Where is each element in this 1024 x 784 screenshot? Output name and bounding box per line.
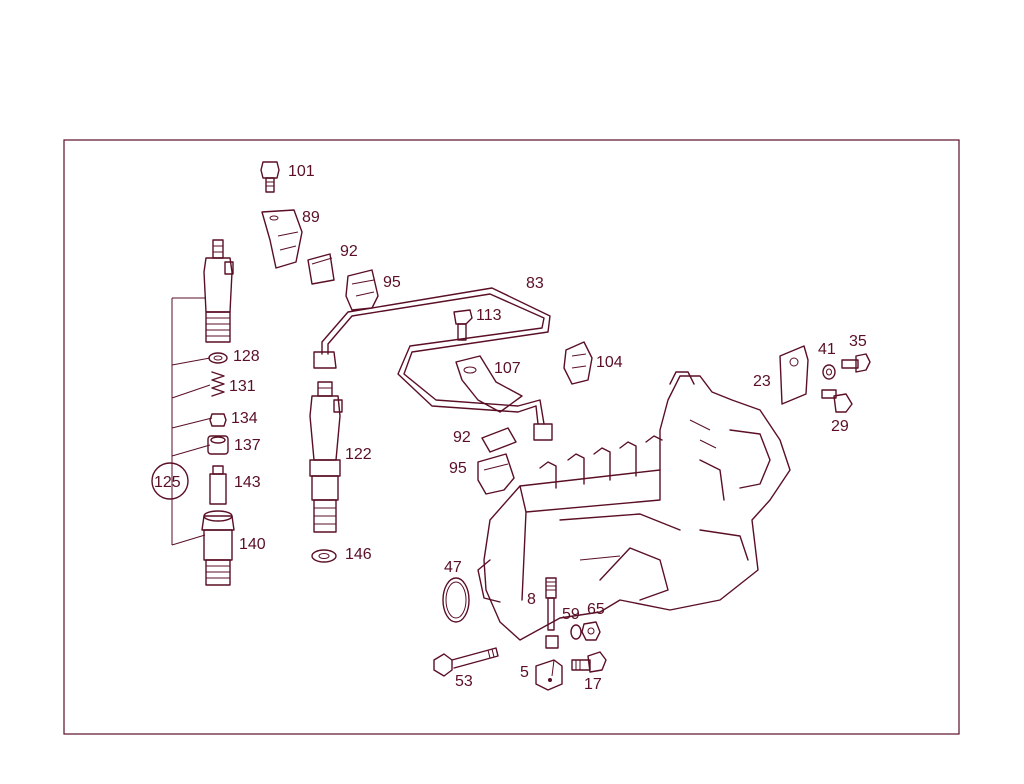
label-95-lower: 95 [449,460,467,477]
label-101: 101 [288,163,315,180]
bolt-53 [433,647,499,677]
label-128: 128 [233,348,260,365]
nozzle-143 [209,465,227,505]
shim-134 [209,413,227,427]
clamp-107 [455,355,523,413]
label-59: 59 [562,606,580,623]
injection-line-83 [313,287,553,441]
label-83: 83 [526,275,544,292]
label-8: 8 [527,591,536,608]
bolt-35 [841,353,871,373]
label-95-upper: 95 [383,274,401,291]
label-104: 104 [596,354,623,371]
label-53: 53 [455,673,473,690]
label-107: 107 [494,360,521,377]
label-89: 89 [302,209,320,226]
label-5: 5 [520,664,529,681]
nozzle-holder-upper [203,239,234,343]
label-17: 17 [584,676,602,693]
spring-131 [211,371,225,397]
label-143: 143 [234,474,261,491]
screw-17 [571,651,607,673]
o-ring-47 [442,577,470,623]
adapter-5 [535,635,563,691]
clamp-89 [261,209,303,269]
label-122: 122 [345,446,372,463]
clip-92-upper [307,253,335,285]
label-113: 113 [476,307,502,324]
nozzle-nut-140 [201,510,235,586]
label-23: 23 [753,373,771,390]
stud-8 [545,577,557,631]
washer-41 [822,364,836,380]
part-labels: 101 89 92 95 83 113 104 107 41 35 23 29 … [154,163,867,693]
bolt-113 [453,309,473,341]
label-92-lower: 92 [453,429,471,446]
label-35: 35 [849,333,867,350]
bolt-101 [260,161,280,193]
clamp-95-upper [345,269,379,311]
diagram-frame [63,139,960,735]
label-41: 41 [818,341,836,358]
label-125: 125 [154,474,181,491]
washer-128 [208,352,228,364]
group-125-bracket [171,297,213,546]
label-146: 146 [345,546,372,563]
bracket-104 [563,341,593,385]
spacer-137 [207,435,229,455]
label-140: 140 [239,536,266,553]
label-92-upper: 92 [340,243,358,260]
injection-pump [477,371,791,641]
label-29: 29 [831,418,849,435]
group-125-callout [151,462,189,500]
plug-29 [821,389,853,413]
label-134: 134 [231,410,258,427]
nut-65 [581,621,601,641]
washer-59 [570,624,582,640]
bracket-23 [779,345,809,405]
label-131: 131 [229,378,256,395]
label-47: 47 [444,559,462,576]
clip-92-lower [481,427,517,453]
clamp-95-lower [477,453,515,495]
label-65: 65 [587,601,605,618]
washer-146 [311,549,337,563]
injector-122 [309,381,343,533]
label-137: 137 [234,437,261,454]
